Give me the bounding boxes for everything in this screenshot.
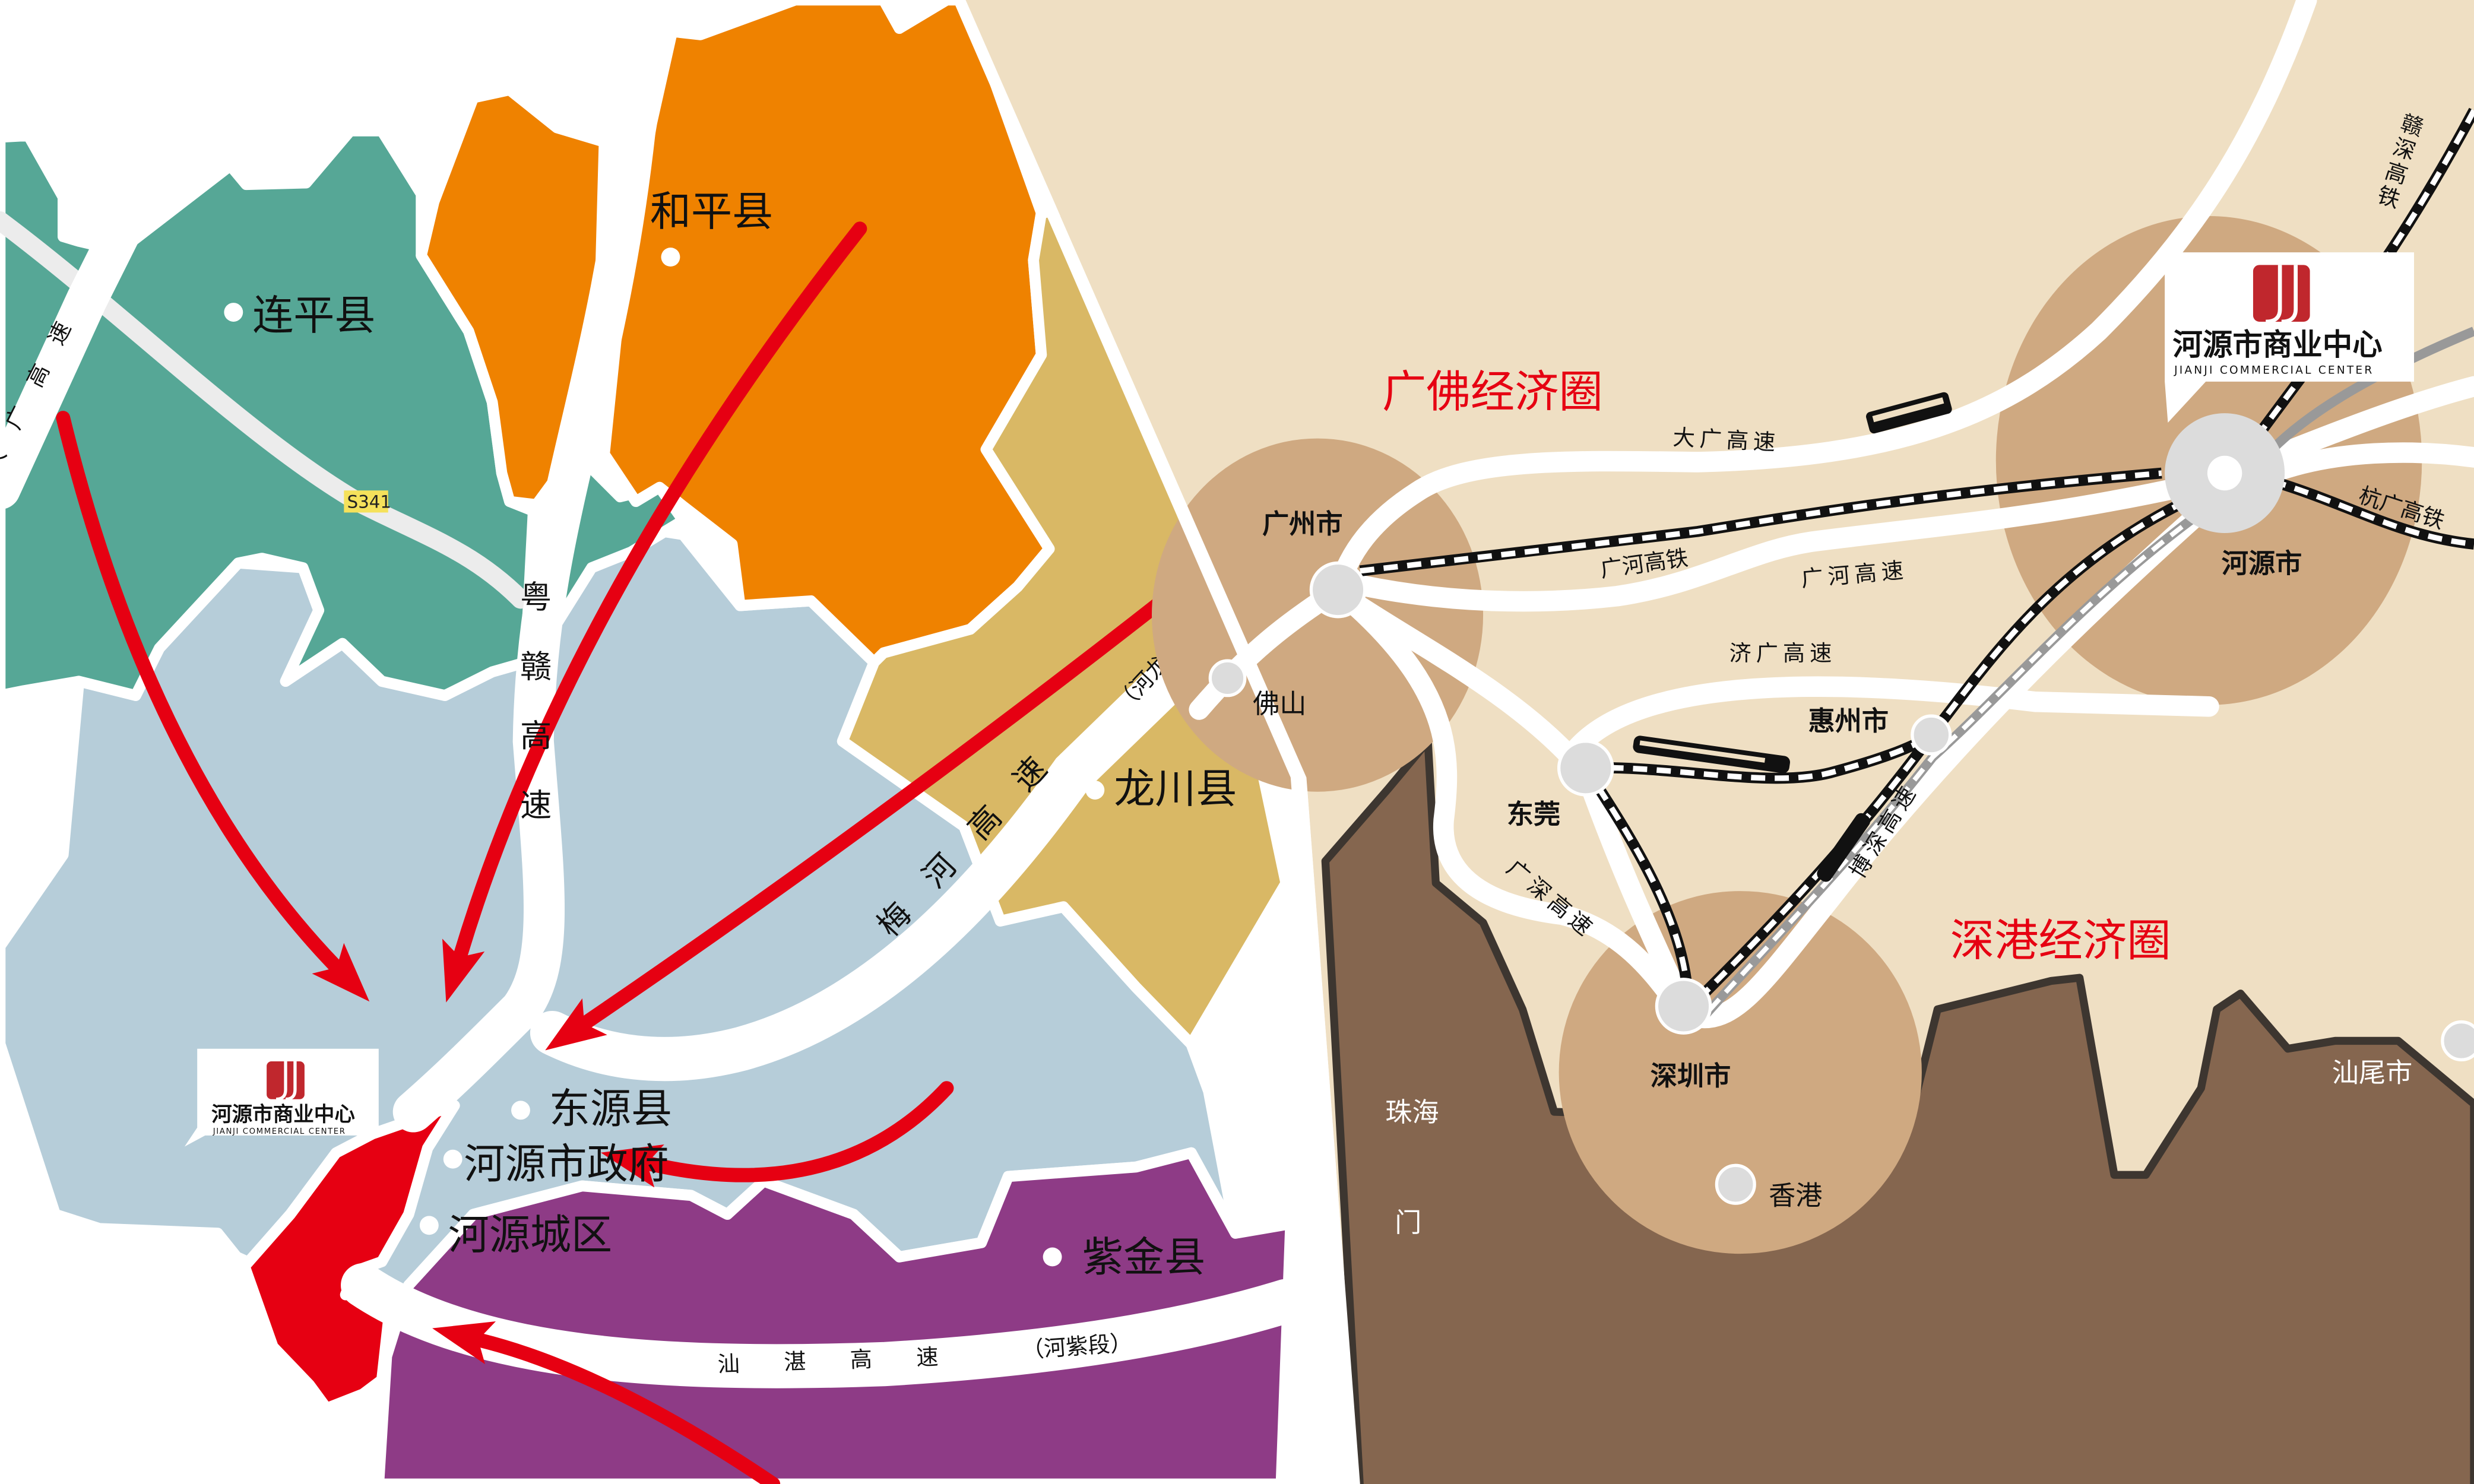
government-label: 河源市政府 [464, 1141, 669, 1188]
dongyuan-dot [511, 1101, 530, 1120]
logo-english-small: JIANJI COMMERCIAL CENTER [213, 1127, 346, 1136]
shenzhen-label: 深圳市 [1651, 1060, 1731, 1092]
dongguan-shenzhen-rail-dash [1583, 766, 1691, 1010]
logo-badge-large: 河源市商业中心 JIANJI COMMERCIAL CENTER [2165, 252, 2415, 423]
logo-badge-small: 河源市商业中心 JIANJI COMMERCIAL CENTER [184, 1048, 379, 1147]
logo-name-small: 河源市商业中心 [211, 1103, 355, 1127]
heping-label: 和平县 [650, 188, 773, 236]
lianping-label: 连平县 [252, 292, 375, 340]
guanghe-expressway [1350, 471, 2219, 612]
guangzhou-label: 广州市 [1262, 508, 1342, 540]
arrow-icon [600, 1081, 954, 1188]
city-node-icon [1557, 740, 1614, 797]
logo-mark-stroke [2266, 265, 2298, 324]
foshan-label: 佛山 [1253, 688, 1306, 719]
city-nodes [1208, 413, 2474, 1205]
daguang-label: 大广高速 [1672, 424, 1781, 455]
city-node-icon [1655, 978, 1712, 1035]
shanwei-label: 汕尾市 [2332, 1057, 2412, 1089]
left-roads [0, 0, 1309, 1388]
heping-dot [661, 248, 680, 267]
city-node-icon [1309, 561, 1367, 619]
guangshen-expressway [1347, 597, 1691, 1020]
s341-label: S341 [347, 492, 391, 512]
zijin-county-area [373, 1147, 1297, 1484]
hongkong-label: 香港 [1769, 1180, 1822, 1212]
logo-english-large: JIANJI COMMERCIAL CENTER [2174, 364, 2374, 377]
dongyuan-label: 东源县 [549, 1086, 672, 1133]
meihe-expressway [530, 577, 1285, 1082]
train-body [1817, 813, 1870, 882]
logo-badge-bg [2165, 252, 2415, 423]
daguang-expressway [1328, 0, 2317, 600]
guangfo-circle-label: 广佛经济圈 [1382, 366, 1603, 417]
sea-area [1321, 737, 2474, 1484]
boshen-expressway [1686, 494, 2219, 1029]
zijin-label: 紫金县 [1082, 1234, 1205, 1281]
longchuan-label: 龙川县 [1114, 765, 1237, 813]
logo-mark-stroke [275, 1061, 297, 1101]
arrows [56, 221, 1187, 1484]
heyuan-east-road-1 [2261, 376, 2474, 468]
train-icon [1817, 813, 1870, 882]
heyuan-label: 河源市 [2222, 547, 2302, 579]
city-node-icon [1911, 714, 1952, 756]
train-windows [1639, 740, 1766, 763]
heyuan-hub-center [2207, 455, 2242, 491]
logo-name-large: 河源市商业中心 [2172, 327, 2382, 362]
lianping-dot [224, 303, 243, 322]
jiguang-label: 济广高速 [1729, 640, 1837, 666]
s341-badge [344, 490, 388, 513]
arrow-icon [545, 579, 1187, 1051]
heyuan-shenzhen-rail-gray-dash [1694, 510, 2203, 1027]
bus-icon [1865, 392, 1952, 434]
shengang-circle-label: 深港经济圈 [1950, 915, 2171, 966]
yuegan-label: 粤赣高速 [515, 581, 552, 858]
longchuan-label-group: 龙川县 [1085, 765, 1237, 813]
ganshen-rail-gray [2269, 326, 2474, 453]
zijin-dot [1043, 1247, 1062, 1267]
heyuan-east-road-2 [2261, 442, 2474, 484]
pearl-river-delta-map: 广佛经济圈 深港经济圈 广州市 佛山 东莞 惠州市 河源市 深圳市 香港 汕尾市… [953, 0, 2474, 1484]
ganshen-rail-dash [2257, 109, 2474, 436]
heyuan-urban-area [239, 1100, 460, 1414]
lianping-east-area [546, 462, 689, 636]
train-icon [1633, 735, 1790, 773]
government-dot [443, 1149, 463, 1169]
arrow-icon [442, 221, 867, 1003]
partial-city-label: 门 [1395, 1207, 1421, 1238]
yuegan-expressway [392, 0, 668, 1133]
guanghe-rail-dash [1360, 470, 2162, 574]
longchuan-dot [1085, 781, 1105, 800]
urban-dot [419, 1216, 439, 1235]
dongguan-huizhou-rail-dash [1585, 733, 1934, 781]
diagonal-mask [953, 0, 1360, 1484]
bus-windows [1872, 397, 1944, 423]
city-node-icon [2441, 1020, 2474, 1061]
huizhou-label: 惠州市 [1808, 705, 1889, 737]
city-node-icon [1715, 1163, 1756, 1205]
arrow-icon [56, 411, 370, 1002]
dongguan-label: 东莞 [1507, 798, 1560, 830]
urban-label: 河源城区 [448, 1212, 612, 1259]
zhuhai-label: 珠海 [1385, 1096, 1439, 1128]
arrow-icon [432, 1321, 781, 1484]
right-roads [1189, 0, 2474, 1029]
daguang-expressway-left [0, 200, 147, 510]
hangguang-rail-dash [2271, 478, 2474, 547]
city-node-icon [1208, 659, 1247, 697]
heyuan-shenzhen-rail-dash [1686, 499, 2187, 1011]
